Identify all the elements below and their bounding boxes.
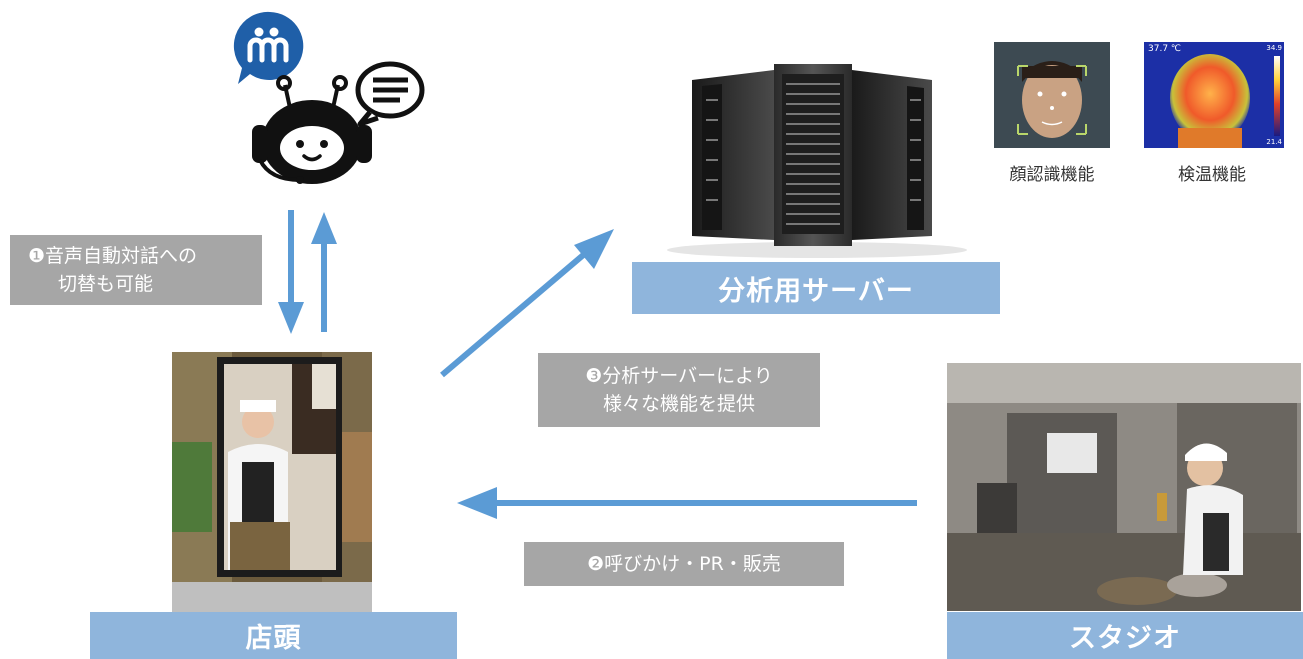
- face-recognition-label: 顔認識機能: [1009, 165, 1095, 185]
- thermal-label: 検温機能: [1178, 165, 1246, 185]
- face-recognition-image: [994, 42, 1110, 148]
- thermal-scale-max: 34.9: [1266, 44, 1282, 52]
- storefront-photo: [172, 352, 372, 620]
- caption-analysis-line2: 様々な機能を提供: [602, 393, 755, 415]
- studio-photo: [947, 363, 1301, 611]
- server-rack-illustration: [662, 60, 972, 260]
- caption-analysis-line1: ❸分析サーバーにより: [585, 365, 773, 387]
- server-label: 分析用サーバー: [632, 262, 1000, 314]
- robot-icon: [252, 75, 372, 184]
- chatbot-illustration: [230, 10, 430, 190]
- arrow-down-to-storefront: [276, 210, 306, 335]
- storefront-label: 店頭: [90, 612, 457, 659]
- caption-voice-line1: ❶音声自動対話への: [28, 245, 198, 267]
- caption-call-line1: ❷呼びかけ・PR・販売: [587, 553, 781, 575]
- thermal-scale-min: 21.4: [1266, 138, 1282, 146]
- thermal-image: 37.7 ℃ 34.9 21.4: [1144, 42, 1284, 148]
- thermal-reading: 37.7 ℃: [1148, 44, 1182, 54]
- caption-voice-line2: 切替も可能: [58, 273, 154, 295]
- caption-call-pr-sales: ❷呼びかけ・PR・販売: [524, 542, 844, 586]
- caption-voice-switch: ❶音声自動対話への 切替も可能: [10, 235, 262, 305]
- speech-bubble-icon: [355, 61, 425, 127]
- arrow-up-to-chatbot: [309, 212, 339, 332]
- studio-label: スタジオ: [947, 612, 1303, 659]
- arrow-studio-to-storefront: [455, 485, 920, 521]
- company-logo-icon: [233, 11, 304, 84]
- arrow-to-server: [438, 225, 618, 380]
- caption-server-analysis: ❸分析サーバーにより 様々な機能を提供: [538, 353, 820, 427]
